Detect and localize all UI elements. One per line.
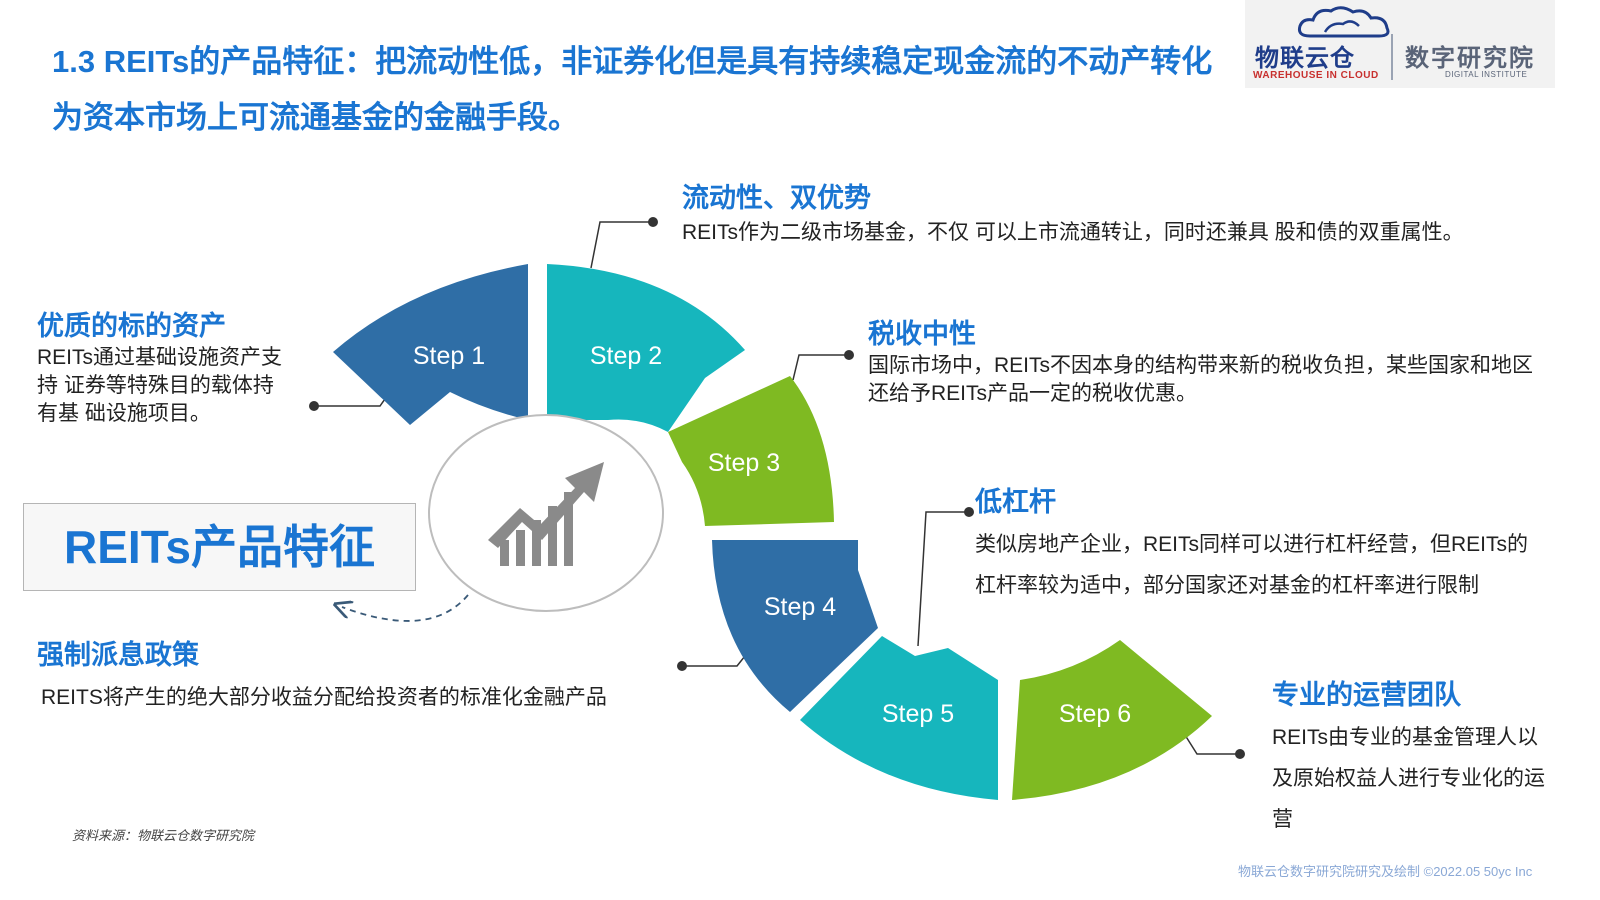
step-2-label: Step 2 xyxy=(590,342,662,370)
source-note: 资料来源：物联云仓数字研究院 xyxy=(72,828,255,843)
connector-dot-5 xyxy=(677,661,687,671)
step-4-label: Step 4 xyxy=(764,593,836,621)
connector-dot-3 xyxy=(844,350,854,360)
connector-line-3 xyxy=(792,354,848,381)
step-1-segment xyxy=(333,264,528,425)
feature-6-title: 专业的运营团队 xyxy=(1272,680,1461,710)
feature-2-title: 流动性、双优势 xyxy=(682,183,871,213)
connector-line-5 xyxy=(683,655,746,667)
center-circle xyxy=(428,414,664,612)
feature-4-title: 低杠杆 xyxy=(975,487,1056,517)
feature-2-text: REITs作为二级市场基金，不仅 可以上市流通转让，同时还兼具 股和债的双重属性… xyxy=(682,221,1464,244)
feature-3-title: 税收中性 xyxy=(868,319,976,349)
feature-4: 低杠杆 类似房地产企业，REITs同样可以进行杠杆经营，但REITs的杠杆率较为… xyxy=(975,484,1545,606)
connector-line-2 xyxy=(590,221,652,269)
feature-1-text: REITs通过基础设施资产支持 证券等特殊目的载体持有基 础设施项目。 xyxy=(37,346,283,425)
cloud-icon xyxy=(1298,6,1390,38)
step-5-label: Step 5 xyxy=(882,700,954,728)
step-1-label: Step 1 xyxy=(413,342,485,370)
logo-institute-sub: DIGITAL INSTITUTE xyxy=(1445,70,1528,79)
step-2-segment xyxy=(547,264,745,432)
logo-brand: 物联云仓 xyxy=(1255,45,1355,72)
connector-dot-1 xyxy=(309,401,319,411)
feature-6: 专业的运营团队 REITs由专业的基金管理人以及原始权益人进行专业化的运营 xyxy=(1272,677,1547,840)
step-6-label: Step 6 xyxy=(1059,700,1131,728)
brand-logo: 物联云仓 WAREHOUSE IN CLOUD 数字研究院 DIGITAL IN… xyxy=(1245,0,1555,88)
logo-institute: 数字研究院 xyxy=(1405,45,1535,72)
feature-6-text: REITs由专业的基金管理人以及原始权益人进行专业化的运营 xyxy=(1272,726,1545,831)
footer-credit: 物联云仓数字研究院研究及绘制 ©2022.05 50yc Inc xyxy=(1238,864,1533,879)
step-5-segment xyxy=(800,636,998,800)
feature-3-text: 国际市场中，REITs不因本身的结构带来新的税收负担，某些国家和地区还给予REI… xyxy=(868,354,1534,405)
step-3-label: Step 3 xyxy=(708,449,780,477)
step-3-segment xyxy=(668,376,834,526)
connector-dot-4 xyxy=(964,507,974,517)
center-label-box: REITs产品特征 xyxy=(23,503,416,591)
page-title: 1.3 REITs的产品特征：把流动性低，非证券化但是具有持续稳定现金流的不动产… xyxy=(52,44,1213,135)
feature-5-title: 强制派息政策 xyxy=(37,640,199,670)
connector-dot-6 xyxy=(1235,749,1245,759)
feature-4-text: 类似房地产企业，REITs同样可以进行杠杆经营，但REITs的杠杆率较为适中，部… xyxy=(975,533,1529,597)
feature-5: 强制派息政策 REITS将产生的绝大部分收益分配给投资者的标准化金融产品 xyxy=(37,637,677,715)
dashed-arrow xyxy=(342,594,469,622)
logo-brand-sub: WAREHOUSE IN CLOUD xyxy=(1253,70,1379,81)
connector-line-4 xyxy=(917,511,968,647)
feature-1: 优质的标的资产 REITs通过基础设施资产支持 证券等特殊目的载体持有基 础设施… xyxy=(37,308,292,428)
connector-dot-2 xyxy=(648,217,658,227)
feature-1-title: 优质的标的资产 xyxy=(37,311,226,341)
logo-divider xyxy=(1391,34,1393,80)
feature-2: 流动性、双优势 REITs作为二级市场基金，不仅 可以上市流通转让，同时还兼具 … xyxy=(682,180,1562,250)
feature-3: 税收中性 国际市场中，REITs不因本身的结构带来新的税收负担，某些国家和地区还… xyxy=(868,316,1538,408)
step-6-segment xyxy=(1012,640,1212,800)
step-4-segment xyxy=(712,540,878,712)
feature-5-text: REITS将产生的绝大部分收益分配给投资者的标准化金融产品 xyxy=(41,686,607,709)
growth-chart-icon xyxy=(488,462,604,566)
center-label: REITs产品特征 xyxy=(64,521,375,573)
connector-line-6 xyxy=(1184,734,1240,755)
